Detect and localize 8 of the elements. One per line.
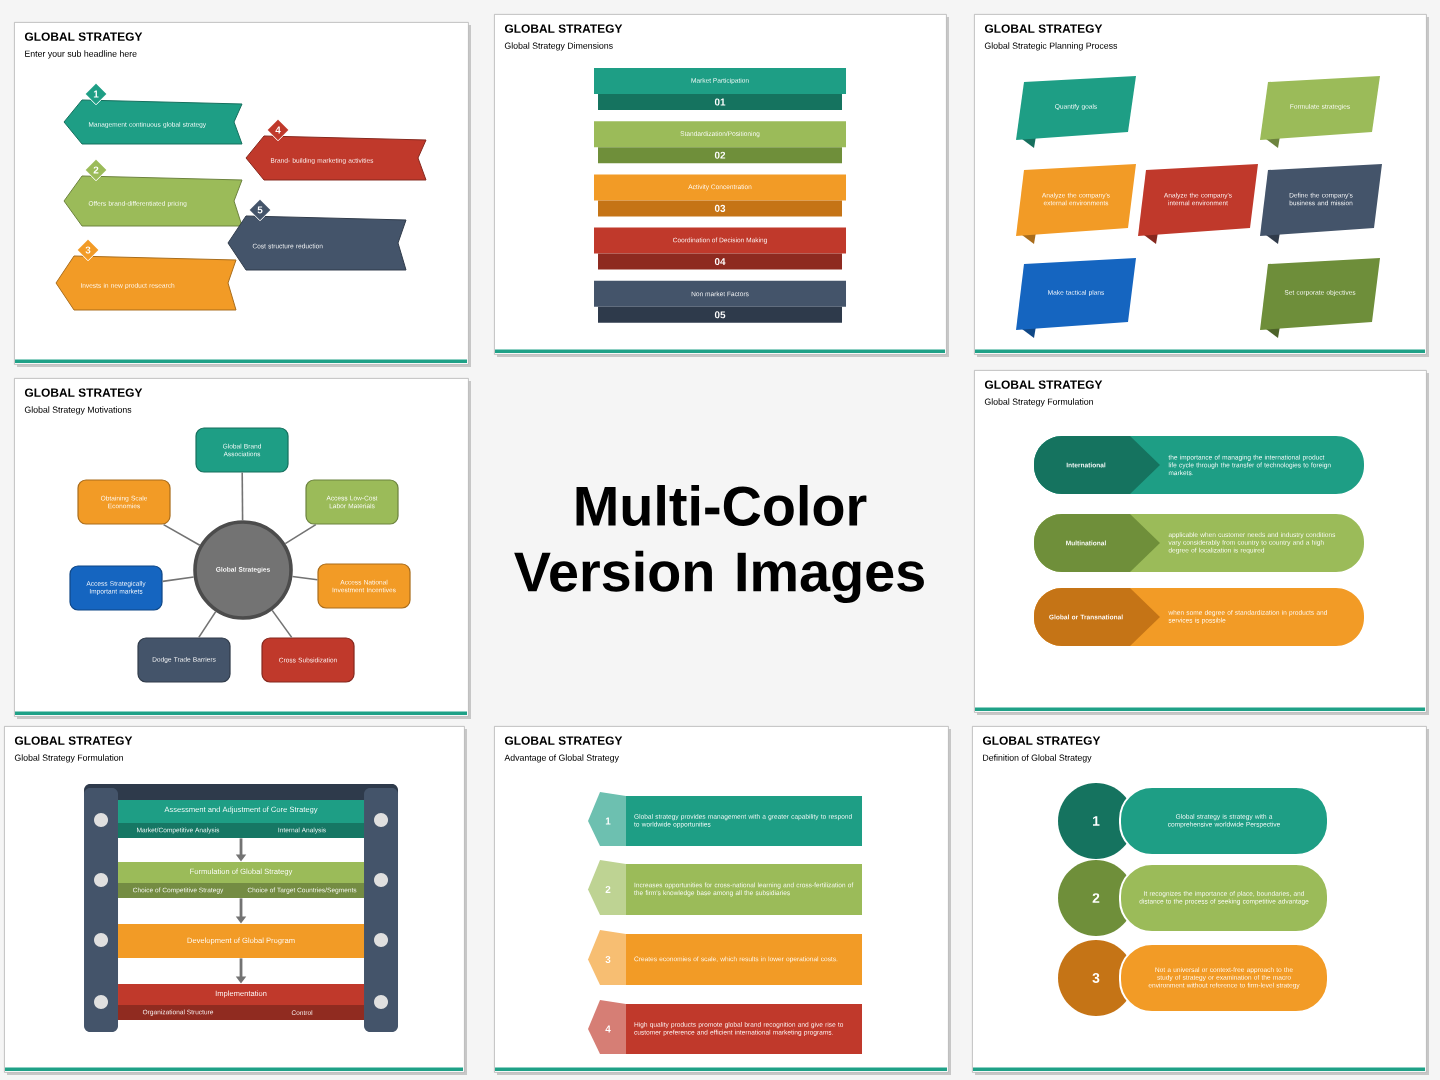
headline: Multi-Color Version Images xyxy=(514,485,924,603)
connector xyxy=(271,609,293,639)
connector xyxy=(161,576,195,583)
connector xyxy=(162,523,201,547)
connector xyxy=(284,523,317,545)
connector xyxy=(198,610,217,639)
connector xyxy=(291,575,319,581)
connector xyxy=(241,471,244,521)
